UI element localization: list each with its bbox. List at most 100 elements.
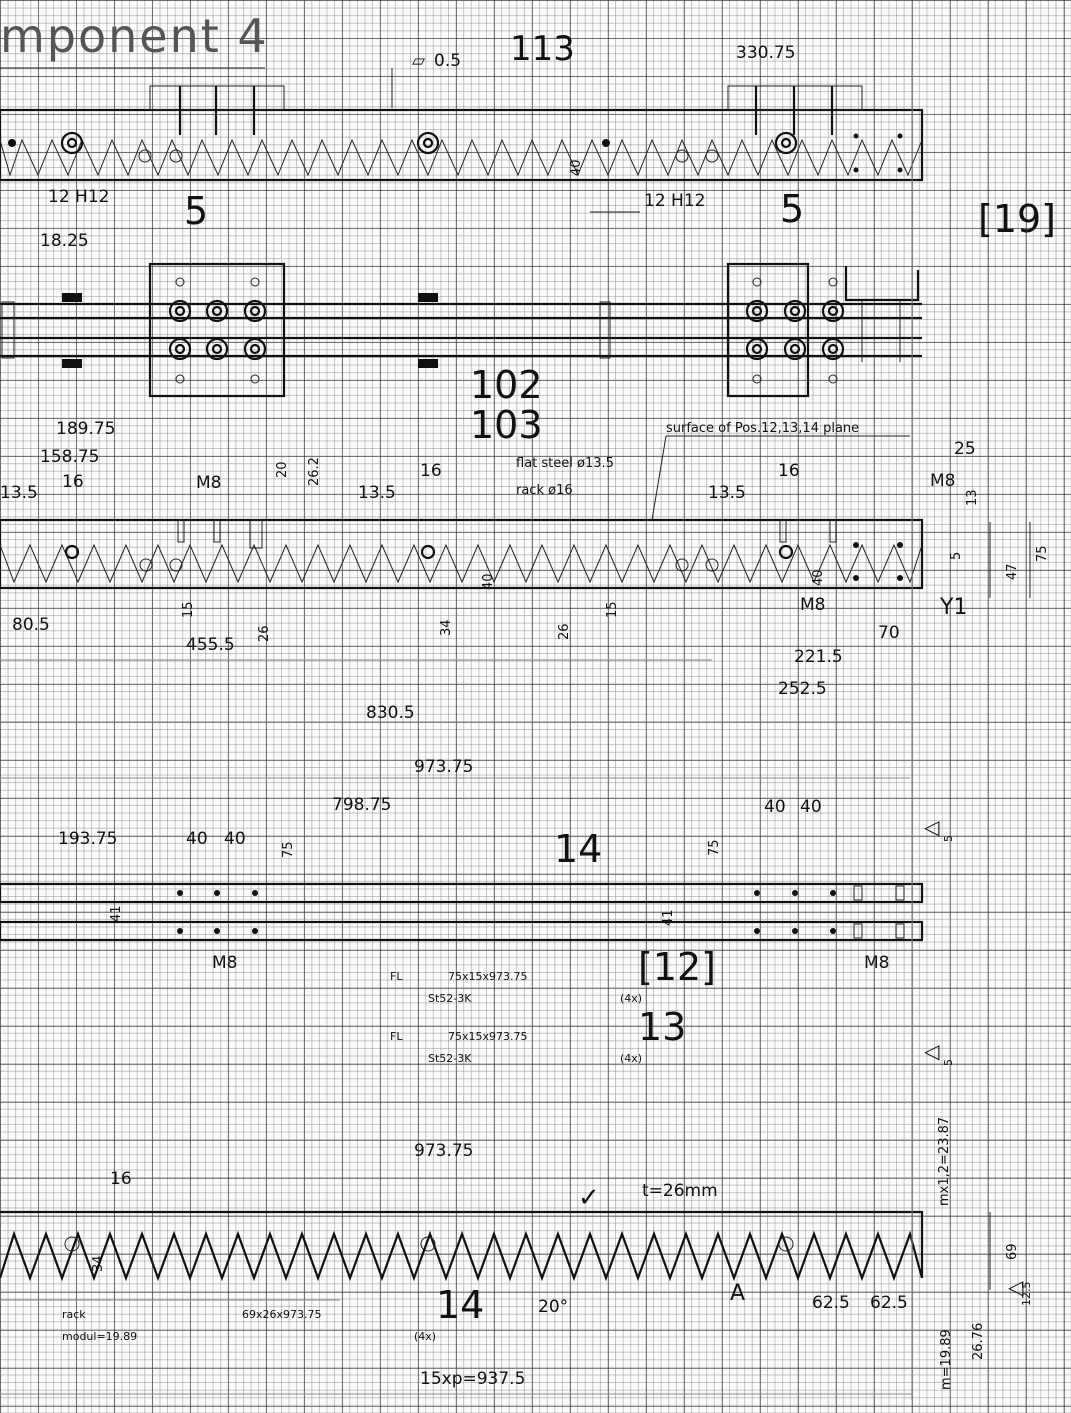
datum-y1: Y1 <box>939 595 967 620</box>
top-bolt-hole <box>774 131 798 155</box>
weld-symbol-icon: ◁ <box>923 1039 940 1063</box>
position-5-left: 5 <box>184 189 208 233</box>
mx-value: mx1,2=23.87 <box>937 1117 952 1206</box>
fl1-size: 75x15x973.75 <box>448 970 528 983</box>
dim-16-c: 16 <box>778 461 800 481</box>
weld-symbol-icon: ◁ <box>923 815 940 839</box>
dim-330-75: 330.75 <box>736 43 795 63</box>
dim-455-5: 455.5 <box>186 635 235 655</box>
dim-40-top: 40 <box>569 159 584 176</box>
position-102: 102 <box>470 363 543 407</box>
fl2-size: 75x15x973.75 <box>448 1030 528 1043</box>
fl1-material: St52-3K <box>428 992 472 1005</box>
dim-193-75: 193.75 <box>58 829 117 849</box>
section-rack-view <box>0 518 924 590</box>
dim-16-rack: 16 <box>110 1169 132 1189</box>
dim-15-b: 15 <box>605 601 620 618</box>
dim-40-flat-c: 40 <box>764 797 786 817</box>
dim-798-75: 798.75 <box>332 795 391 815</box>
dim-41-b: 41 <box>661 909 676 926</box>
hole-fit-right: 12 H12 <box>644 191 705 211</box>
pressure-angle: 20° <box>538 1297 568 1317</box>
weld-symbol-icon: ◁ <box>1007 1275 1024 1299</box>
weld-size-top: 5 <box>942 835 955 842</box>
position-5-right: 5 <box>780 187 804 231</box>
dim-62-5-a: 62.5 <box>812 1293 850 1313</box>
dim-34-rack: 34 <box>91 1255 106 1272</box>
position-103: 103 <box>470 403 543 447</box>
flatness-symbol-icon: ⏥ <box>412 51 426 71</box>
dim-75-flat-b: 75 <box>707 839 722 856</box>
dim-70: 70 <box>878 623 900 643</box>
dim-12-5: 12.5 <box>1020 1282 1033 1307</box>
fl2-label: FL <box>390 1030 403 1043</box>
position-14-flat: 14 <box>554 827 602 871</box>
dim-13-5-a: 13.5 <box>0 483 38 503</box>
rack-thickness: t=26mm <box>642 1181 718 1201</box>
fl2-qty: (4x) <box>620 1052 642 1065</box>
dim-40-section-b: 40 <box>811 569 826 586</box>
dim-189-75: 189.75 <box>56 419 115 439</box>
dim-5: 5 <box>949 552 964 560</box>
flat-bar-upper <box>0 882 924 904</box>
thread-m8-a: M8 <box>196 473 221 493</box>
top-rack-view <box>0 85 924 182</box>
dim-62-5-b: 62.5 <box>870 1293 908 1313</box>
section-rack-teeth <box>0 543 923 584</box>
rack-size: 69x26x973.75 <box>242 1308 322 1321</box>
dim-69: 69 <box>1005 1243 1020 1260</box>
dim-40-flat-a: 40 <box>186 829 208 849</box>
dim-26-76: 26.76 <box>971 1323 986 1360</box>
position-14-rack: 14 <box>436 1283 484 1327</box>
dim-973-75-upper: 973.75 <box>414 757 473 777</box>
section-arrow-icon: A <box>730 1281 745 1306</box>
flatness-value: 0.5 <box>434 51 461 71</box>
rack-teeth-profile <box>0 1210 924 1282</box>
section-rack-body <box>0 518 924 590</box>
dim-18-25: 18.25 <box>40 231 89 251</box>
dim-40-section-a: 40 <box>481 573 496 590</box>
fl1-label: FL <box>390 970 403 983</box>
clamp-plate-left <box>148 262 286 398</box>
drawing-title: mponent 4 <box>0 9 269 63</box>
rack-label: rack <box>62 1308 86 1321</box>
dim-75-flat-a: 75 <box>281 841 296 858</box>
dim-221-5: 221.5 <box>794 647 843 667</box>
dim-13-5-c: 13.5 <box>708 483 746 503</box>
clamp-plate-right <box>726 262 810 398</box>
dim-26-a: 26 <box>257 625 272 642</box>
position-12: [12] <box>638 945 716 989</box>
dim-40-flat-b: 40 <box>224 829 246 849</box>
dim-41-a: 41 <box>109 905 124 922</box>
thread-m8-c: M8 <box>800 595 825 615</box>
dim-15-a: 15 <box>181 601 196 618</box>
flat-steel-note: flat steel ø13.5 <box>516 456 614 471</box>
dim-26-b: 26 <box>557 623 572 640</box>
hole-fit-left: 12 H12 <box>48 187 109 207</box>
rack-note: rack ø16 <box>516 483 573 498</box>
position-113: 113 <box>510 29 575 69</box>
dim-13-5-b: 13.5 <box>358 483 396 503</box>
pitch-length: 15xp=937.5 <box>420 1369 525 1389</box>
dim-158-75: 158.75 <box>40 447 99 467</box>
dim-13: 13 <box>965 489 980 506</box>
dim-16-a: 16 <box>62 472 84 492</box>
plan-view <box>0 262 922 398</box>
thread-m8-flat-a: M8 <box>212 953 237 973</box>
rack-module: modul=19.89 <box>62 1330 137 1343</box>
dim-20: 20 <box>275 461 290 478</box>
thread-m8-flat-b: M8 <box>864 953 889 973</box>
fl2-material: St52-3K <box>428 1052 472 1065</box>
top-rack-body <box>0 108 924 182</box>
weld-size-bot: 5 <box>942 1059 955 1066</box>
dim-25: 25 <box>954 439 976 459</box>
flat-bar-view <box>0 882 924 942</box>
dim-80-5: 80.5 <box>12 615 50 635</box>
top-bolt-hole <box>60 131 84 155</box>
dim-34-section: 34 <box>439 619 454 636</box>
thread-m8-b: M8 <box>930 471 955 491</box>
dim-830-5: 830.5 <box>366 703 415 723</box>
